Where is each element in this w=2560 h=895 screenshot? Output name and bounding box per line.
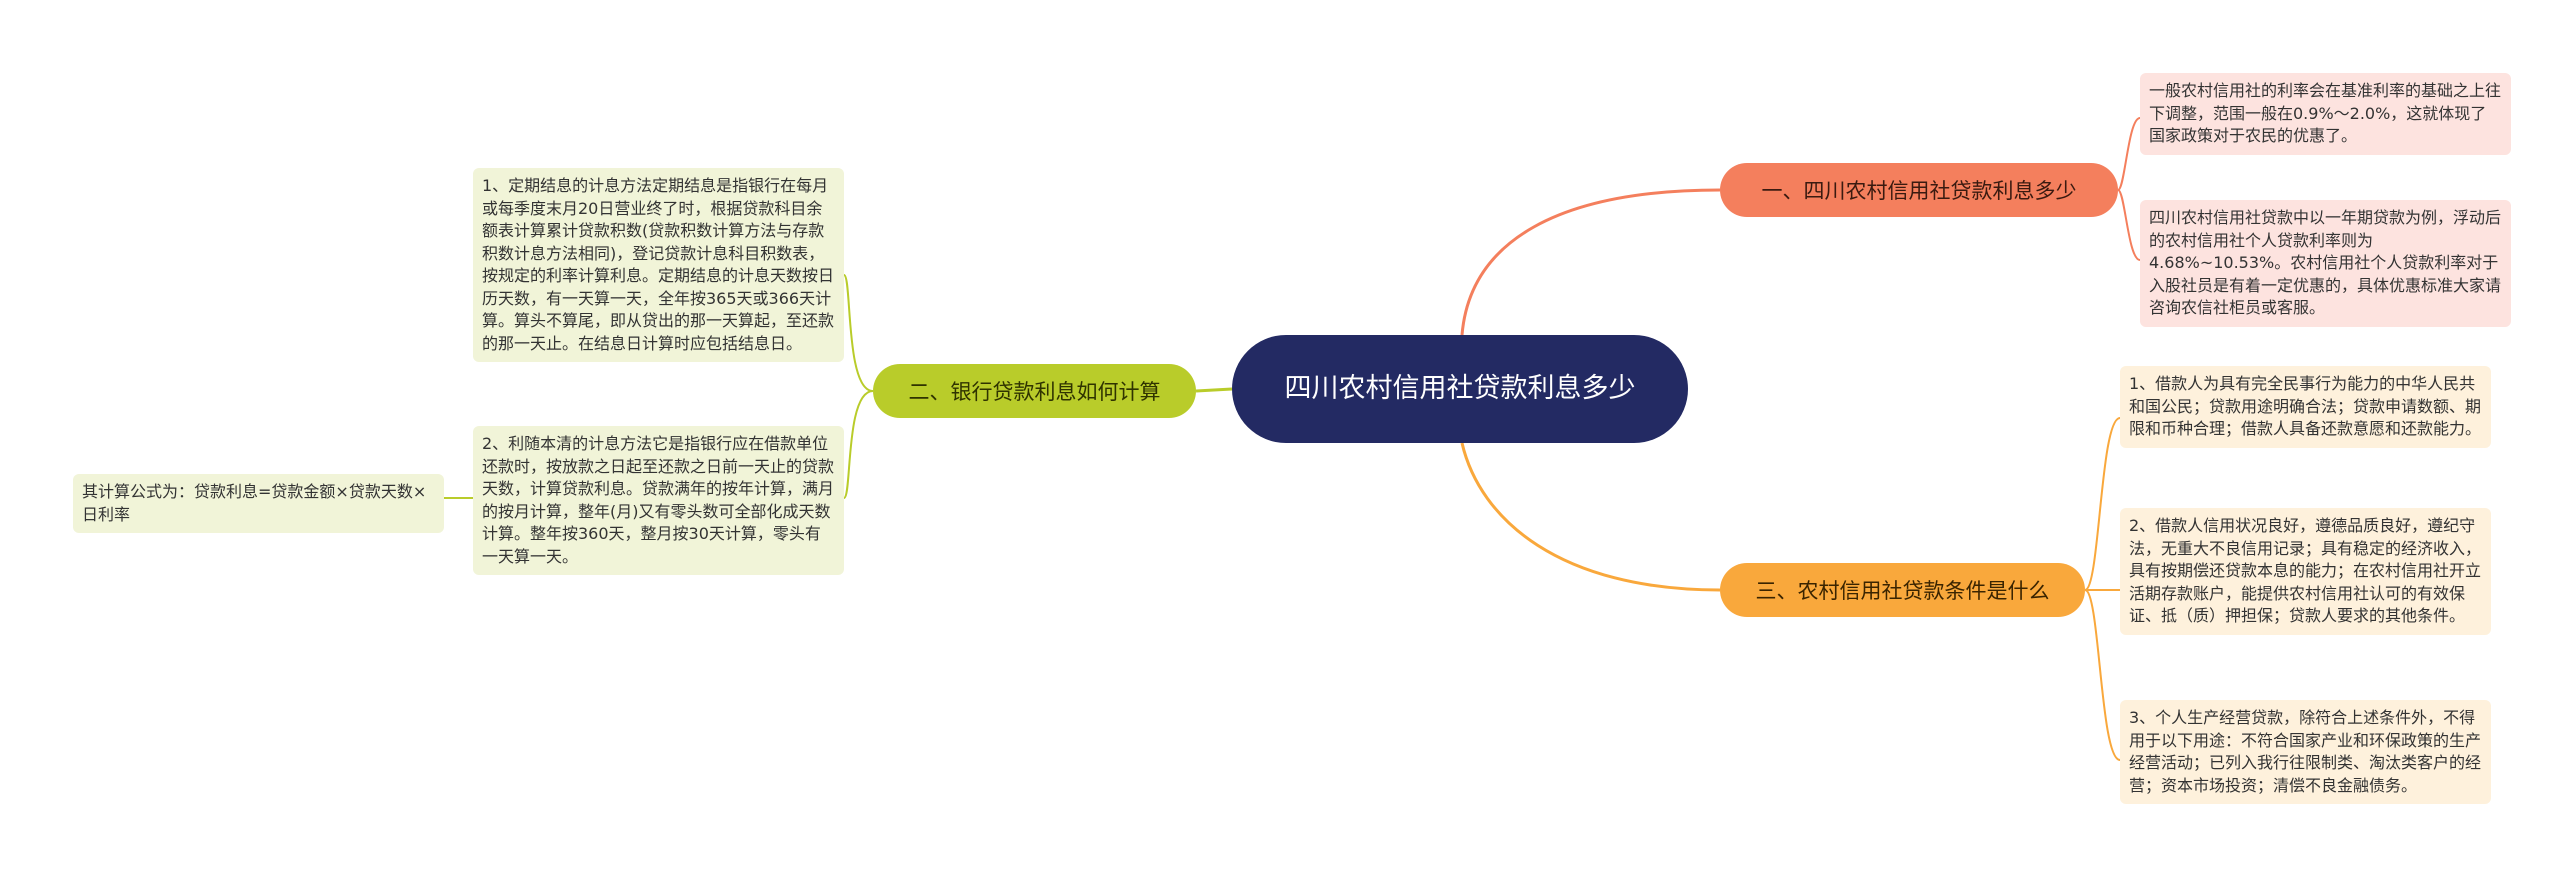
branch-interest-rate[interactable]: 一、四川农村信用社贷款利息多少 [1720, 163, 2118, 217]
leaf-condition-2[interactable]: 2、借款人信用状况良好，遵德品质良好，遵纪守法，无重大不良信用记录；具有稳定的经… [2120, 508, 2491, 635]
leaf-rate-example[interactable]: 四川农村信用社贷款中以一年期贷款为例，浮动后的农村信用社个人贷款利率则为4.68… [2140, 200, 2511, 327]
branch-loan-conditions[interactable]: 三、农村信用社贷款条件是什么 [1720, 563, 2085, 617]
link-branch2-leaf2 [843, 390, 874, 499]
root-topic[interactable]: 四川农村信用社贷款利息多少 [1232, 335, 1688, 443]
link-branch1-leaf2 [2117, 189, 2141, 261]
link-root-branch1 [1460, 188, 1721, 336]
leaf-rate-range[interactable]: 一般农村信用社的利率会在基准利率的基础之上往下调整，范围一般在0.9%～2.0%… [2140, 73, 2511, 155]
link-branch3-leaf3 [2084, 589, 2121, 761]
branch-interest-calculation[interactable]: 二、银行贷款利息如何计算 [873, 364, 1196, 418]
leaf-condition-1[interactable]: 1、借款人为具有完全民事行为能力的中华人民共和国公民；贷款用途明确合法；贷款申请… [2120, 366, 2491, 448]
leaf-formula[interactable]: 其计算公式为：贷款利息=贷款金额×贷款天数×日利率 [73, 474, 444, 533]
link-branch1-leaf1 [2117, 117, 2141, 191]
leaf-repayment-interest[interactable]: 2、利随本清的计息方法它是指银行应在借款单位还款时，按放款之日起至还款之日前一天… [473, 426, 844, 575]
link-branch2-leaf1 [843, 274, 874, 392]
leaf-periodic-interest[interactable]: 1、定期结息的计息方法定期结息是指银行在每月或每季度末月20日营业终了时，根据贷… [473, 168, 844, 362]
link-root-branch3 [1460, 442, 1721, 592]
link-branch3-leaf1 [2084, 417, 2121, 591]
leaf-condition-3[interactable]: 3、个人生产经营贷款，除符合上述条件外，不得用于以下用途：不符合国家产业和环保政… [2120, 700, 2491, 804]
link-root-branch2 [1195, 387, 1233, 393]
